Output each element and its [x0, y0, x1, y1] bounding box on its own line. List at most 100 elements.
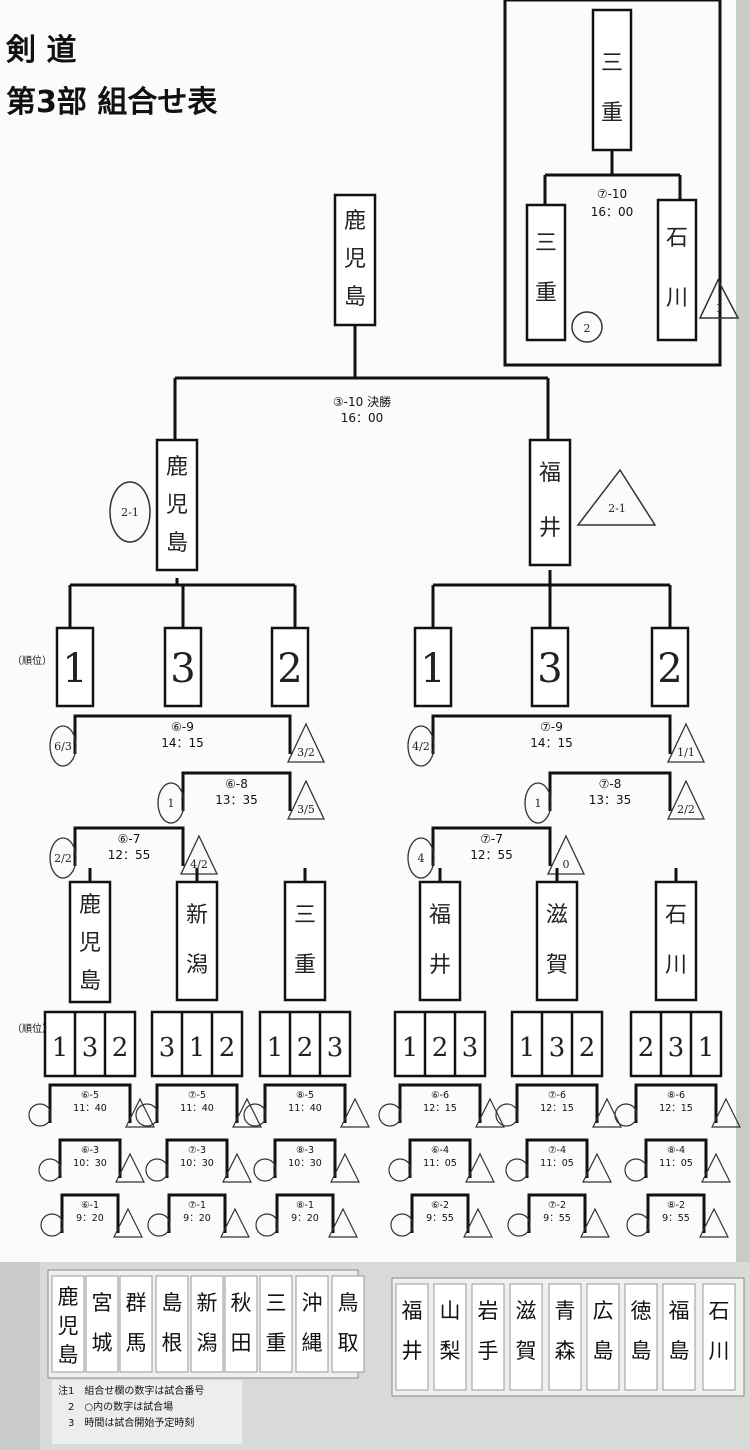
- upper-score-left: 2/2: [54, 852, 72, 865]
- team-card-char: 重: [266, 1331, 287, 1355]
- champion-1: 鹿: [344, 209, 366, 234]
- team-card: 山梨: [433, 1283, 467, 1391]
- rank-box: [55, 626, 95, 708]
- team-card-bg: [662, 1283, 696, 1391]
- team-card-char: 徳: [631, 1299, 652, 1323]
- pool-rank-value: 1: [52, 1033, 69, 1063]
- upper-score-left: 4/2: [412, 740, 430, 753]
- pool-match-line: [408, 1138, 472, 1178]
- pool-match-line: [155, 1083, 239, 1123]
- pool-match-id: ⑦-3: [188, 1145, 206, 1156]
- champion-2: 児: [344, 247, 366, 272]
- pool-match-time: 12：15: [423, 1103, 457, 1114]
- team-card-char: 宮: [92, 1291, 113, 1315]
- pool-name-char: 石: [665, 903, 687, 928]
- inset-match: ⑦-10: [597, 187, 627, 201]
- team-card-bg: [224, 1275, 258, 1373]
- upper-score-right: 3/5: [297, 803, 315, 816]
- final-left-2: 児: [166, 493, 188, 518]
- pool-match-time: 9：20: [291, 1213, 319, 1224]
- pool-match-time: 10：30: [73, 1158, 107, 1169]
- team-card-bg: [586, 1283, 620, 1391]
- inset-score-right: 1: [716, 302, 723, 315]
- pool-match-time: 12：15: [540, 1103, 574, 1114]
- pool-rank-value: 3: [327, 1033, 344, 1063]
- team-card-char: 井: [402, 1339, 423, 1363]
- pool-score-left-mark: [255, 1213, 279, 1237]
- note-2: 2 ○内の数字は試合場: [58, 1400, 173, 1413]
- team-card-bg: [702, 1283, 736, 1391]
- upper-score-right-mark: [666, 722, 706, 763]
- team-card-char: 広: [593, 1299, 614, 1323]
- title-line2: 第3部 組合せ表: [6, 85, 217, 120]
- pool-match-line: [410, 1193, 470, 1233]
- team-card-char: 沖: [302, 1291, 323, 1315]
- team-card-char: 石: [709, 1299, 730, 1323]
- pool-rank-value: 1: [402, 1033, 419, 1063]
- pool-score-right-mark: [328, 1207, 358, 1238]
- pool-rank-value: 3: [159, 1033, 176, 1063]
- inset-left-2: 重: [535, 281, 557, 306]
- upper-match-line: [431, 714, 672, 754]
- pool-score-left-mark: [38, 1158, 62, 1182]
- pool-match-id: ⑦-4: [548, 1145, 566, 1156]
- upper-match-id: ⑦-8: [599, 777, 622, 791]
- rank-value: 1: [62, 646, 87, 692]
- upper-score-left-mark: [49, 725, 77, 767]
- pool-score-left-mark: [624, 1158, 648, 1182]
- team-card-bg: [509, 1283, 543, 1391]
- pool-match-time: 11：05: [540, 1158, 574, 1169]
- final-lines: [173, 325, 550, 440]
- pool-match-line: [263, 1083, 347, 1123]
- inset-time: 16：00: [591, 205, 634, 219]
- pool-match-id: ⑧-4: [667, 1145, 685, 1156]
- team-card: 新潟: [190, 1275, 224, 1373]
- team-card-char: 島: [593, 1339, 614, 1363]
- team-card-char: 鳥: [338, 1291, 359, 1315]
- team-card-char: 三: [266, 1291, 287, 1315]
- team-card-char: 川: [709, 1339, 730, 1363]
- pool-score-right-mark: [115, 1152, 145, 1183]
- team-card-bg: [295, 1275, 329, 1373]
- note-1: 注1 組合せ欄の数字は試合番号: [58, 1384, 204, 1397]
- rank-box: [413, 626, 453, 708]
- pool-match-line: [275, 1193, 335, 1233]
- pool-score-right-mark: [475, 1097, 505, 1128]
- pool-score-left-mark: [505, 1158, 529, 1182]
- upper-score-left-mark: [407, 725, 435, 767]
- pool-match-id: ⑧-3: [296, 1145, 314, 1156]
- pool-score-right-mark: [701, 1152, 731, 1183]
- pool-match-line: [646, 1193, 706, 1233]
- final-right-box: [528, 438, 572, 567]
- upper-score-right: 4/2: [190, 858, 208, 871]
- pool-score-right-mark: [340, 1097, 370, 1128]
- team-card-bg: [119, 1275, 153, 1373]
- rank-box: [163, 626, 203, 708]
- team-card-char: 手: [478, 1339, 499, 1363]
- team-card-char: 城: [92, 1331, 113, 1355]
- pool-score-left-mark: [145, 1158, 169, 1182]
- team-card: 鳥取: [331, 1275, 365, 1373]
- team-card-char: 縄: [302, 1331, 323, 1355]
- upper-match-line: [181, 771, 292, 811]
- rank-value: 2: [657, 646, 682, 692]
- pool-rank-box: [43, 1010, 137, 1078]
- pool-score-right-mark: [463, 1207, 493, 1238]
- inset-score-left-circle: [571, 311, 603, 343]
- pool-score-right-mark: [580, 1207, 610, 1238]
- pool-match-line: [58, 1138, 122, 1178]
- inset-score-left: 2: [584, 322, 591, 335]
- pool-match-id: ⑧-6: [667, 1090, 685, 1101]
- pool-rank-box: [150, 1010, 244, 1078]
- pool-rank-value: 1: [267, 1033, 284, 1063]
- pool-score-left-mark: [28, 1103, 52, 1127]
- pool-match-id: ⑦-5: [188, 1090, 206, 1101]
- final-left-box: [155, 438, 199, 572]
- pool-rank-value: 3: [549, 1033, 566, 1063]
- pool-score-left-mark: [614, 1103, 638, 1127]
